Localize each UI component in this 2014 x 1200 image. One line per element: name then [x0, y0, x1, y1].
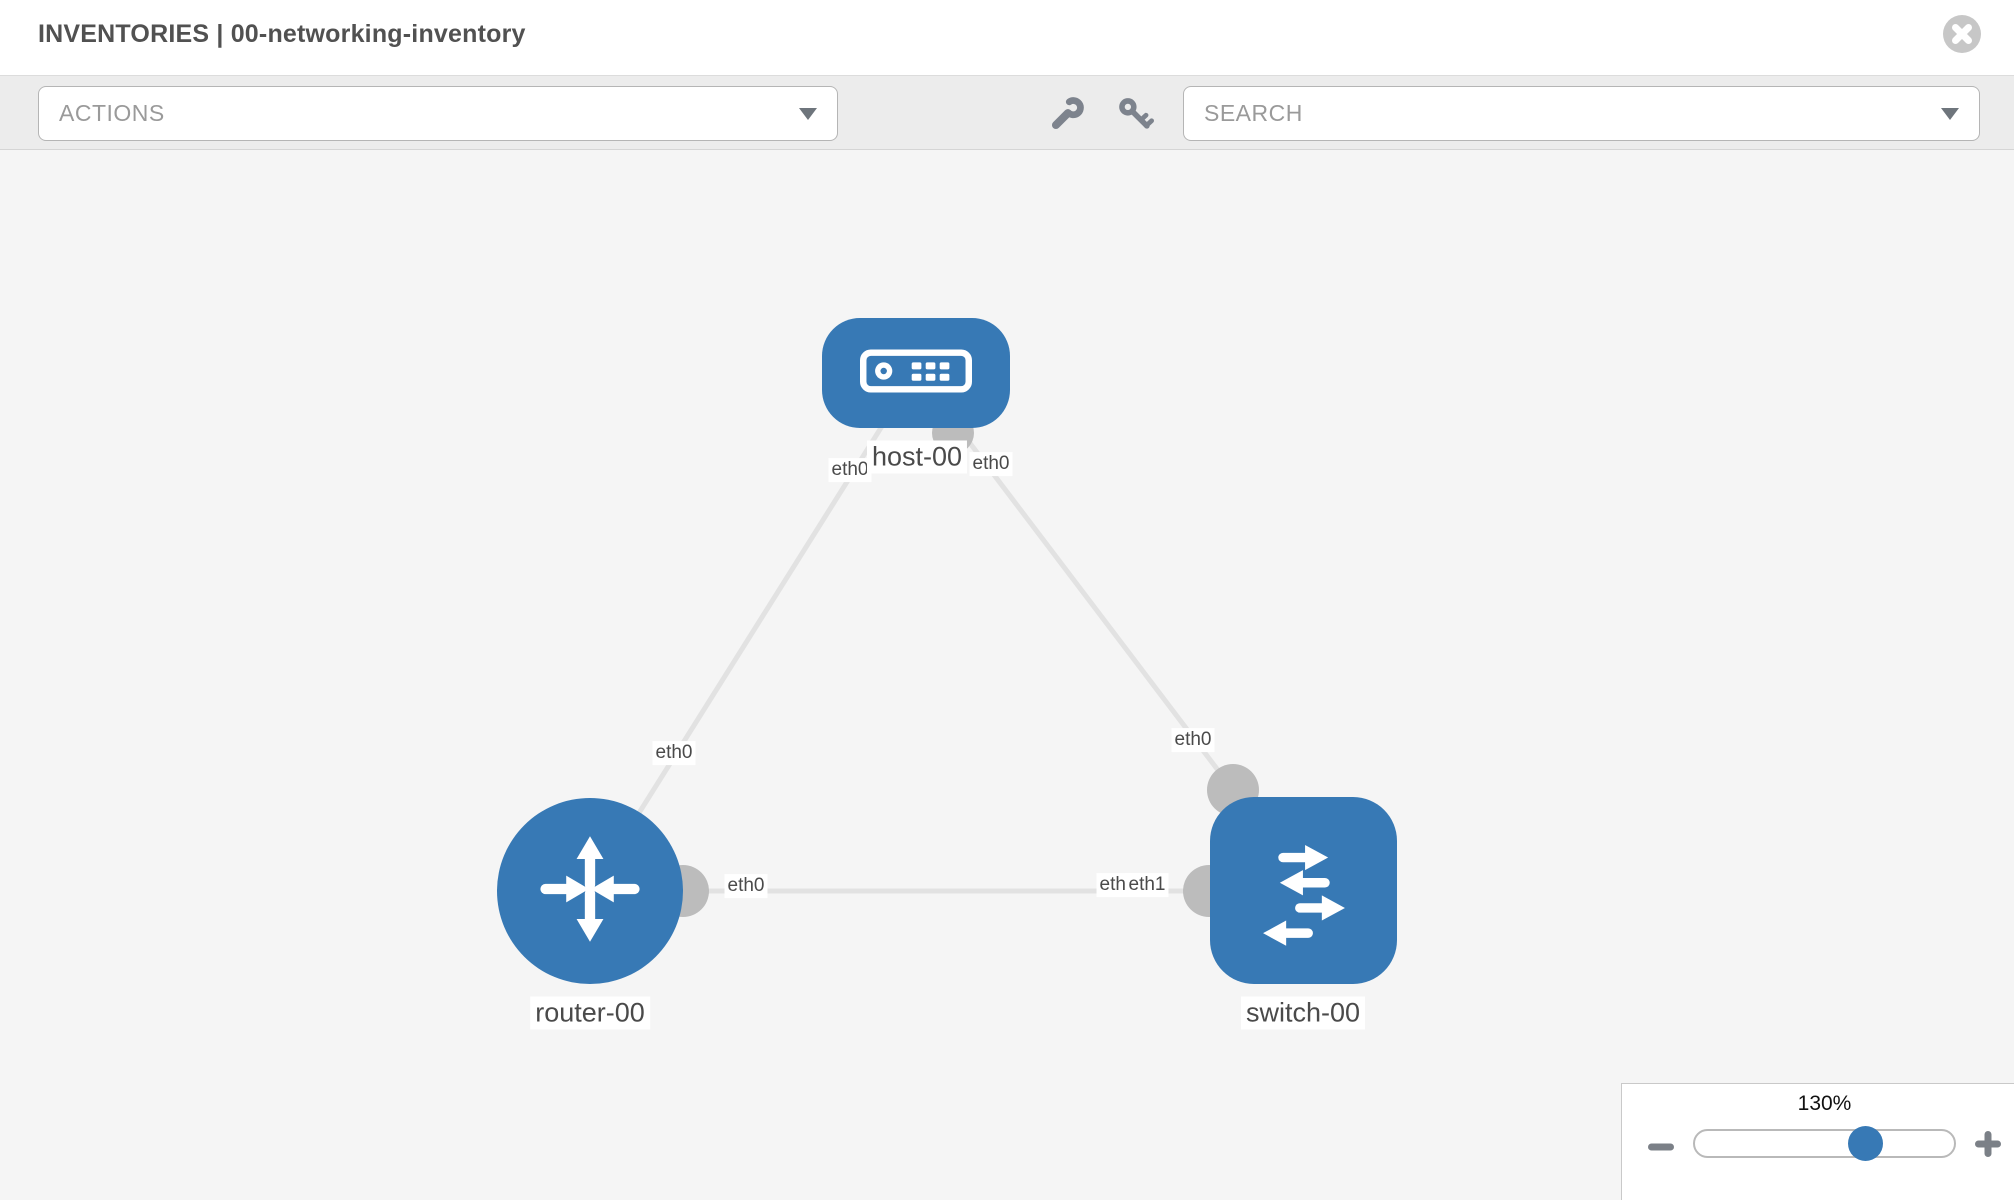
credentials-button[interactable]	[1116, 95, 1154, 133]
topology-canvas[interactable]: eth0 eth0 eth0 eth0 eth0 eth0 eth1 host-…	[0, 150, 2014, 1200]
node-label-router: router-00	[530, 996, 650, 1030]
node-host-00[interactable]	[822, 318, 1010, 428]
interface-label: eth0	[828, 458, 872, 482]
zoom-slider-knob[interactable]	[1848, 1126, 1883, 1161]
configure-button[interactable]	[1048, 95, 1086, 133]
chevron-down-icon	[1941, 107, 1959, 120]
toolbar: ACTIONS	[0, 75, 2014, 150]
zoom-control-panel: 130%	[1621, 1083, 2014, 1200]
plus-icon	[1974, 1131, 2002, 1162]
zoom-level-value: 130%	[1797, 1092, 1852, 1115]
interface-label: eth0	[969, 452, 1013, 476]
actions-dropdown-label: ACTIONS	[59, 100, 165, 126]
interface-label: eth0	[652, 741, 696, 765]
wrench-icon	[1048, 97, 1086, 137]
key-icon	[1116, 98, 1154, 137]
zoom-out-button[interactable]	[1648, 1139, 1674, 1157]
node-label-switch: switch-00	[1240, 996, 1366, 1030]
zoom-slider-track[interactable]	[1693, 1129, 1956, 1158]
interface-label: eth1	[1125, 873, 1169, 897]
close-icon	[1942, 15, 1982, 58]
interface-label: eth0	[1171, 728, 1215, 752]
zoom-in-button[interactable]	[1974, 1130, 2002, 1163]
page-title: INVENTORIES | 00-networking-inventory	[38, 20, 526, 48]
search-placeholder: SEARCH	[1204, 100, 1303, 126]
switch-icon	[1241, 825, 1367, 956]
close-button[interactable]	[1942, 14, 1982, 54]
topology-links-layer	[587, 370, 1259, 917]
host-icon	[860, 348, 972, 398]
node-label-host: host-00	[866, 440, 968, 474]
minus-icon	[1648, 1139, 1674, 1156]
actions-dropdown[interactable]: ACTIONS	[38, 86, 838, 141]
search-dropdown[interactable]: SEARCH	[1183, 86, 1980, 141]
router-icon	[528, 827, 652, 956]
header: INVENTORIES | 00-networking-inventory	[0, 0, 2014, 75]
node-router-00[interactable]	[497, 798, 683, 984]
interface-label: eth0	[724, 874, 768, 898]
chevron-down-icon	[799, 107, 817, 120]
node-switch-00[interactable]	[1210, 797, 1397, 984]
